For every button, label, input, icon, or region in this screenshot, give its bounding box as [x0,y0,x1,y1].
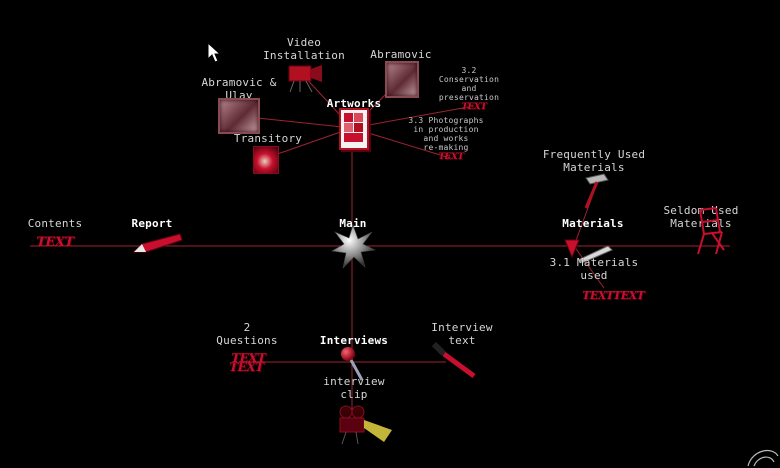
corner-swirl-icon [747,449,779,467]
arrow-cursor-icon [207,42,221,63]
red-marker-icon[interactable] [430,340,478,380]
transitory-image-icon[interactable] [253,146,279,174]
contents-label: Contents [27,217,83,230]
materials-label: Materials [562,217,624,230]
video-projector-icon[interactable] [286,60,328,94]
abramovic-label: Abramovic [370,48,432,61]
portrait-photo-icon[interactable] [385,61,419,98]
interview-text-label: Interview text [431,321,493,347]
red-text-icon[interactable]: TEXT [436,152,465,162]
link-artworks-transitory [265,127,353,159]
link-materials-used [573,245,605,289]
artworks-label: Artworks [326,97,382,110]
interviews-label: Interviews [319,334,389,347]
red-chair-icon[interactable] [694,204,728,258]
materials-used-label: 3.1 Materials used [549,256,639,282]
photographs-label: 3.3 Photographs in production and works … [408,116,484,152]
main-label: Main [339,217,367,230]
transitory-label: Transitory [233,132,303,145]
red-cone-icon[interactable] [564,238,580,258]
conservation-label: 3.2 Conservation and preservation [438,66,500,102]
red-pen-icon[interactable] [132,230,184,256]
questions-text-icon[interactable]: TEXT TEXT [227,351,267,374]
artwork-collage-icon[interactable] [339,108,369,150]
report-label: Report [131,217,173,230]
red-text-icon[interactable]: TEXT [459,102,488,112]
interview-clip-label: interview clip [323,375,385,401]
star-sphere-icon[interactable] [330,224,376,270]
video-installation-label: Video Installation [263,36,345,62]
projector-icon[interactable] [334,402,396,446]
contents-text-icon[interactable]: TEXT [34,235,75,250]
frequently-used-label: Frequently Used Materials [542,148,646,174]
red-ball-icon[interactable] [338,344,368,384]
saw-icon[interactable] [576,244,616,264]
link-artworks-conservation [351,105,475,129]
materials-used-text-icon[interactable]: TEXTTEXT [580,289,646,302]
hammer-icon[interactable] [580,172,616,210]
portrait-photo-icon[interactable] [218,98,260,134]
questions-label: 2 Questions [216,321,278,347]
